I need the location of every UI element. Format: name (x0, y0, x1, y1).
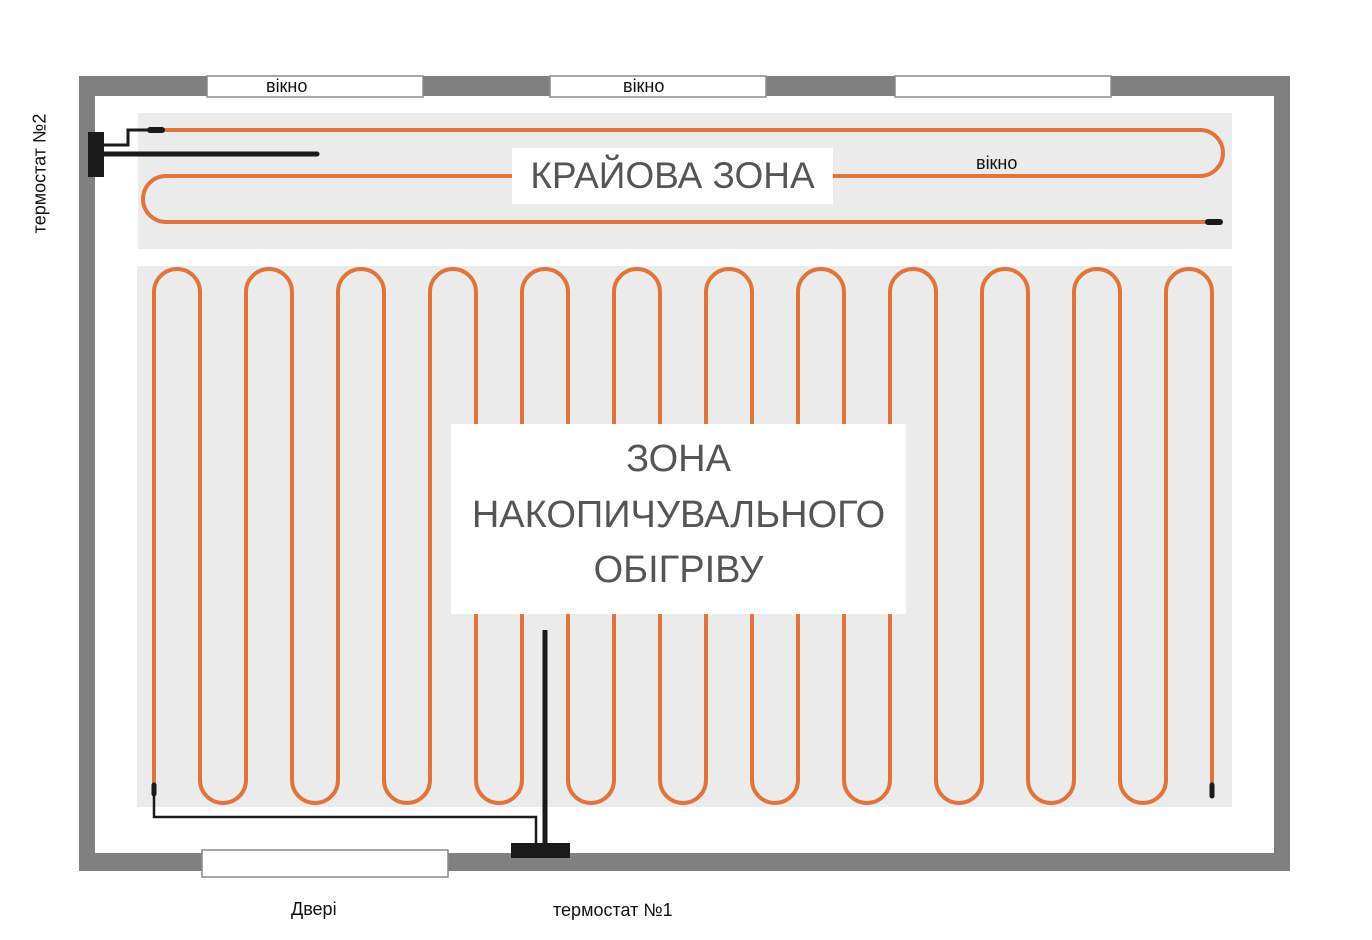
thermostat-2 (88, 132, 104, 177)
storage-zone-title-line-2: НАКОПИЧУВАЛЬНОГО (471, 494, 886, 536)
door (201, 849, 449, 878)
window-1 (206, 75, 424, 98)
thermostat-1-cable-wire (152, 794, 538, 845)
window-3 (894, 75, 1112, 98)
storage-zone-title-line-1: ЗОНА (626, 438, 731, 480)
door-label: Двері (291, 899, 337, 919)
window-2 (549, 75, 767, 98)
thermostat-1-label: термостат №1 (553, 900, 673, 920)
storage-zone-title-line-3: ОБІГРІВУ (593, 549, 764, 591)
edge-zone-title: КРАЙОВА ЗОНА (512, 148, 833, 204)
thermostat-2-label: термостат №2 (29, 113, 50, 234)
window-3-label: вікно (976, 153, 1018, 173)
storage-zone-title: ЗОНА НАКОПИЧУВАЛЬНОГО ОБІГРІВУ (451, 424, 906, 614)
thermostat-2-cable-wire (104, 128, 152, 147)
thermostat-1 (511, 843, 570, 858)
window-1-label: вікно (266, 76, 308, 96)
storage-zone-cable (152, 267, 1214, 805)
window-2-label: вікно (623, 76, 665, 96)
